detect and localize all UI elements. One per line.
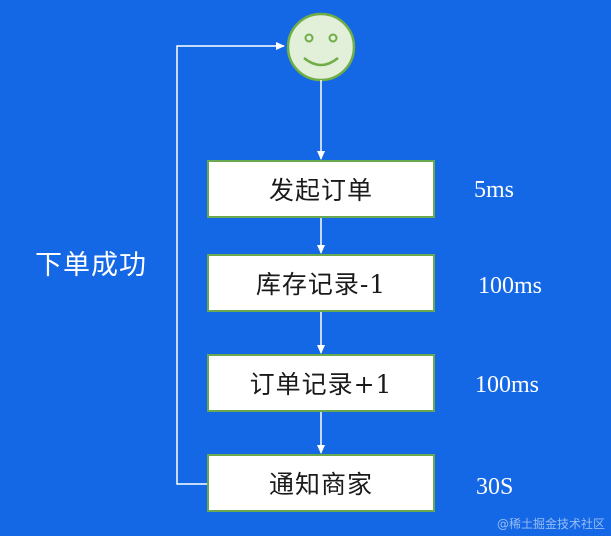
timing-inventory-decrement: 100ms (478, 273, 543, 299)
smiley-face-icon (286, 12, 356, 82)
timing-notify-merchant: 30S (476, 474, 514, 500)
loop-label-order-success: 下单成功 (35, 250, 147, 281)
loop-back-arrow (176, 42, 285, 485)
step-order-record-increment: 订单记录+1 (207, 354, 435, 412)
watermark-text: @稀土掘金技术社区 (496, 517, 605, 531)
timing-order-record-increment: 100ms (475, 372, 540, 398)
timing-create-order: 5ms (474, 177, 515, 203)
step-create-order: 发起订单 (207, 160, 435, 218)
step-notify-merchant: 通知商家 (207, 454, 435, 512)
step-inventory-decrement: 库存记录-1 (207, 254, 435, 312)
